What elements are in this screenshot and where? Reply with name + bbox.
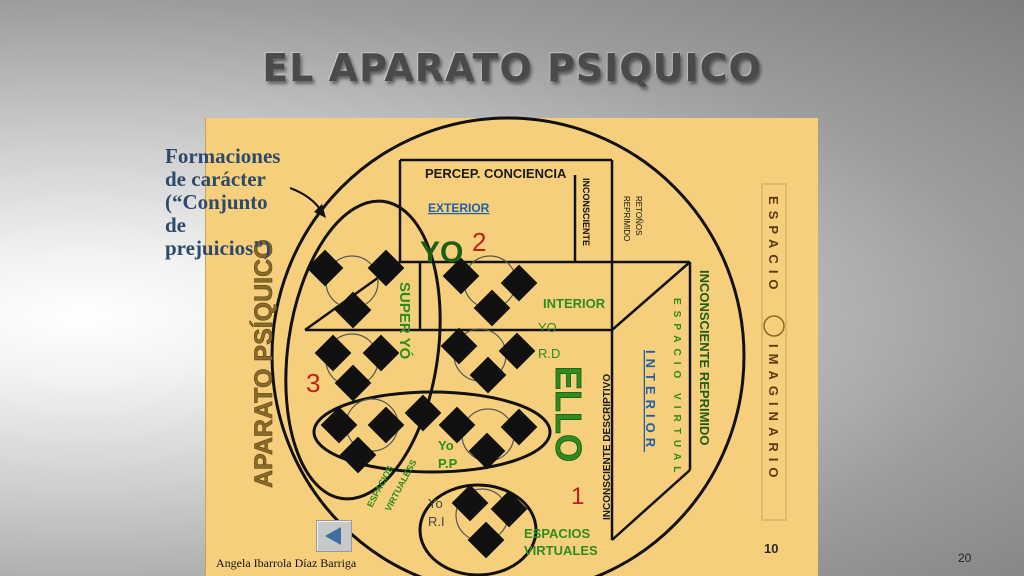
number-3-label: 3 (306, 368, 320, 398)
caption-line-4: de (165, 213, 186, 237)
super-yo-label: SUPER YÓ (396, 282, 414, 360)
reprimido-label: REPRIMIDO (622, 196, 631, 241)
espacios-ellipse (418, 483, 538, 576)
inconsciente-vertical-label: INCONSCIENTE (581, 178, 591, 246)
slide-title: EL APARATO PSIQUICO (262, 46, 762, 90)
number-2-label: 2 (472, 227, 486, 257)
espacio-column-box (761, 183, 787, 521)
left-arrow-icon (325, 527, 341, 545)
yo-pp-label-1: Yo (438, 438, 454, 453)
caption-line-1: Formaciones (165, 144, 281, 168)
caption-line-3: (“Conjunto (165, 190, 268, 214)
structure-lines (304, 158, 692, 541)
espacio-separator-circle (763, 315, 785, 337)
outer-circle (270, 116, 746, 576)
yo-ri-label-1: Yo (428, 496, 443, 511)
footer-author: Angela Ibarrola Díaz Barriga (216, 556, 357, 570)
yo-ri-label-2: R.I (428, 514, 445, 529)
inconsciente-descriptivo-label: INCONSCIENTE DESCRIPTIVO (602, 374, 613, 520)
yo-label: YO (420, 236, 463, 269)
caption-line-2: de carácter (165, 167, 266, 191)
super-yo-ellipse (284, 199, 442, 501)
percep-conciencia-label: PERCEP. CONCIENCIA (425, 166, 567, 181)
retonos-label: RETOÑOS (634, 196, 643, 235)
back-button[interactable] (316, 520, 352, 552)
ello-label: ELLO (548, 366, 589, 462)
espacio-vertical-label: ESPACIO (766, 196, 781, 296)
aparato-psiquico-label: APARATO PSÍQUICO (249, 239, 278, 488)
yo-rd-label-1: YO (538, 320, 557, 335)
interior-label: INTERIOR (543, 296, 606, 311)
virtuales-label: VIRTUALES (524, 543, 598, 558)
diamonds (306, 249, 538, 559)
yo-pp-ellipse (312, 390, 552, 474)
imaginario-vertical-label: IMAGINARIO (766, 344, 781, 483)
yo-pp-label-2: P.P (438, 456, 458, 471)
slide-number: 20 (958, 551, 972, 565)
inconsciente-reprimido-label: INCONSCIENTE REPRIMIDO (697, 270, 712, 446)
yo-rd-label-2: R.D (538, 346, 560, 361)
caption-arrow (289, 187, 326, 218)
page-ref-label: 10 (764, 541, 778, 556)
caption-line-5: prejuicios”) (165, 236, 271, 260)
espacio-virtual-label: ESPACIO VIRTUAL (671, 298, 682, 478)
espacios-label: ESPACIOS (524, 526, 591, 541)
exterior-label: EXTERIOR (428, 201, 490, 215)
interior-vertical-label: INTERIOR (643, 350, 658, 452)
number-1-label: 1 (571, 483, 584, 510)
caption-formaciones: Formaciones de carácter (“Conjunto de pr… (165, 145, 325, 260)
